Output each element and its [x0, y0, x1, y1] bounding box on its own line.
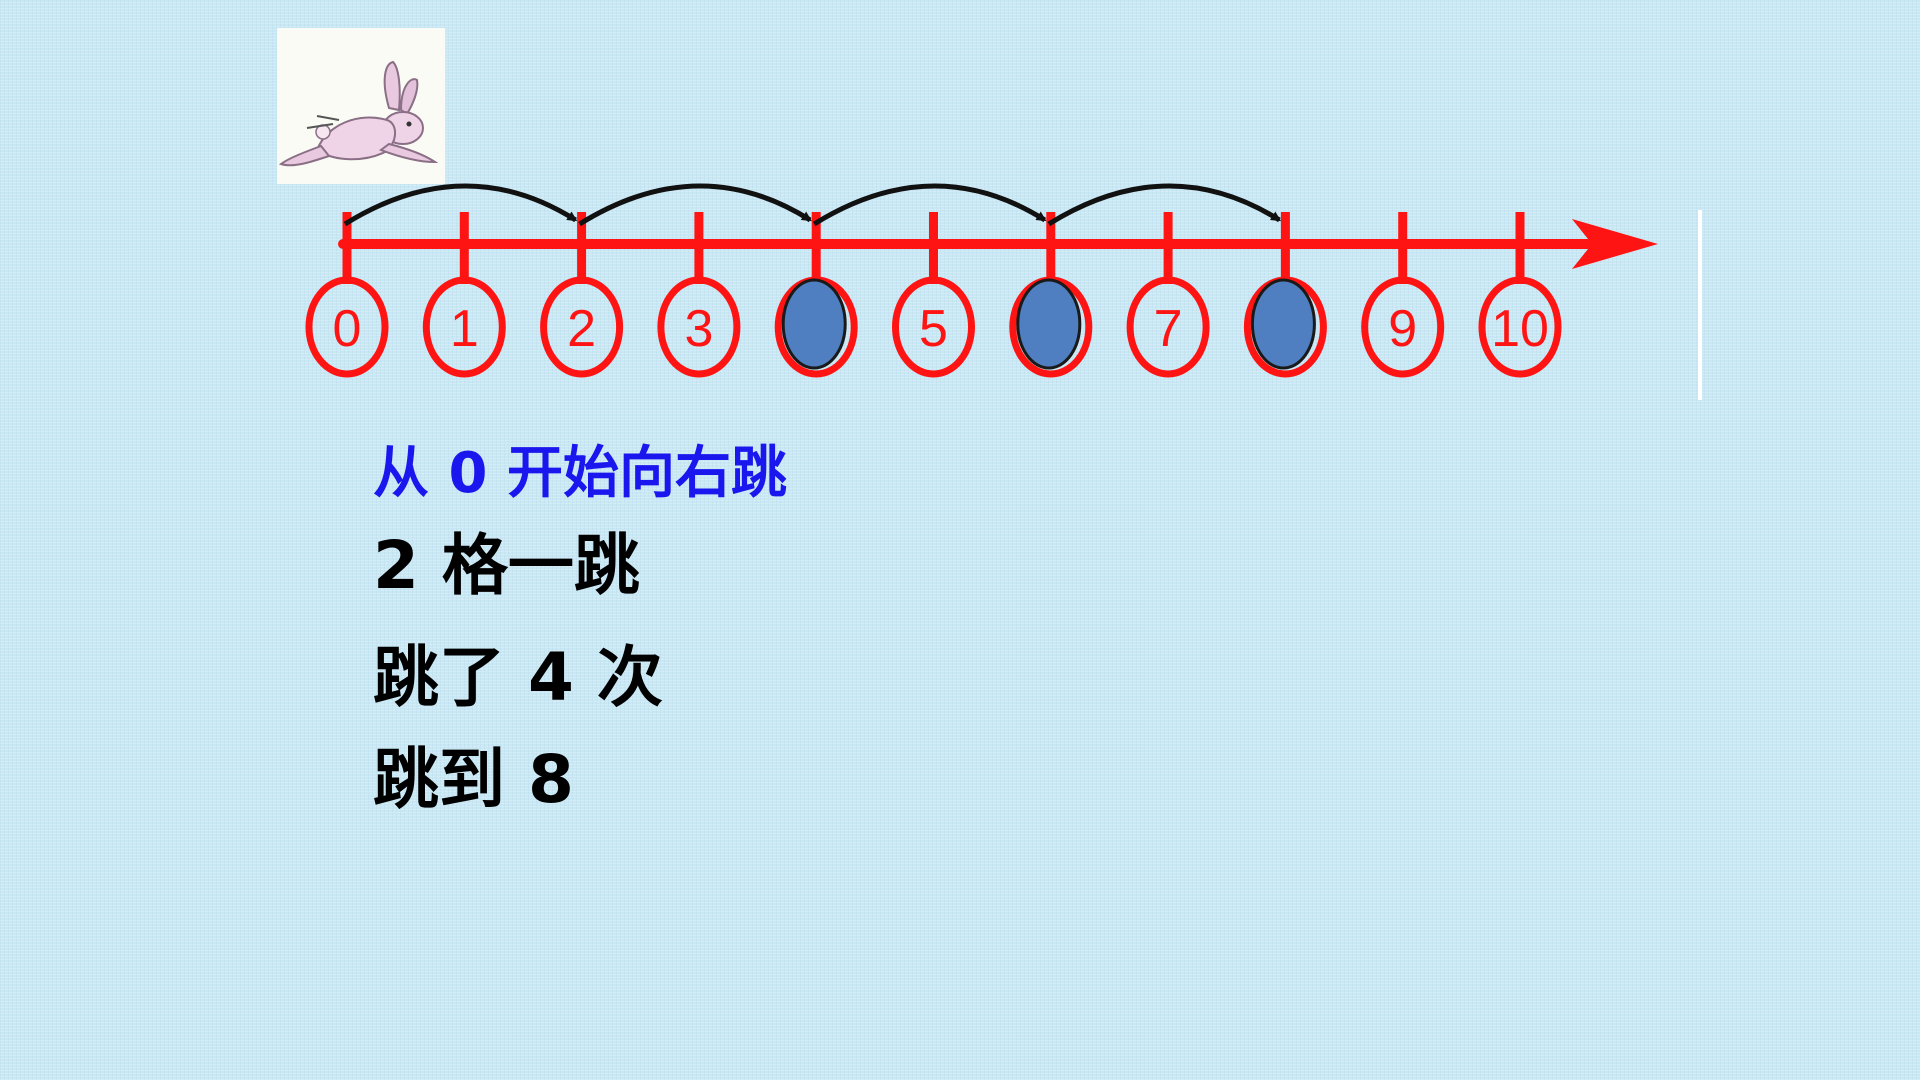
divider — [1698, 210, 1702, 400]
cover-disc-8 — [1250, 278, 1316, 370]
label-circle-7 — [1126, 276, 1210, 378]
label-circle-10 — [1478, 276, 1562, 378]
label-circle-0 — [305, 276, 389, 378]
jump-arc-0 — [343, 183, 578, 227]
tick-label-0: 0 — [333, 300, 362, 358]
label-circle-9 — [1361, 276, 1445, 378]
instruction-start: 从 0 开始向右跳 — [373, 441, 787, 506]
label-circle-2 — [540, 276, 624, 378]
label-circle-5 — [892, 276, 975, 378]
label-circle-3 — [657, 276, 741, 378]
instruction-end: 跳到 8 — [373, 741, 574, 818]
axis-arrowhead — [1572, 219, 1658, 269]
label-circle-1 — [422, 276, 506, 378]
rabbit-image — [277, 28, 445, 184]
tick-label-10: 10 — [1491, 300, 1549, 358]
cover-disc-6 — [1016, 278, 1082, 370]
tick-label-1: 1 — [450, 300, 479, 358]
tick-label-5: 5 — [919, 300, 948, 358]
tick-label-7: 7 — [1154, 300, 1183, 358]
jump-arc-2 — [812, 183, 1047, 227]
instruction-step: 2 格一跳 — [373, 527, 640, 604]
jump-arc-3 — [1047, 183, 1282, 227]
tick-label-9: 9 — [1388, 300, 1417, 358]
jump-arc-1 — [578, 183, 812, 227]
tick-label-3: 3 — [684, 300, 713, 358]
instruction-count: 跳了 4 次 — [373, 639, 663, 716]
cover-disc-4 — [781, 278, 847, 370]
rabbit-icon — [278, 60, 439, 167]
tick-label-2: 2 — [567, 300, 596, 358]
